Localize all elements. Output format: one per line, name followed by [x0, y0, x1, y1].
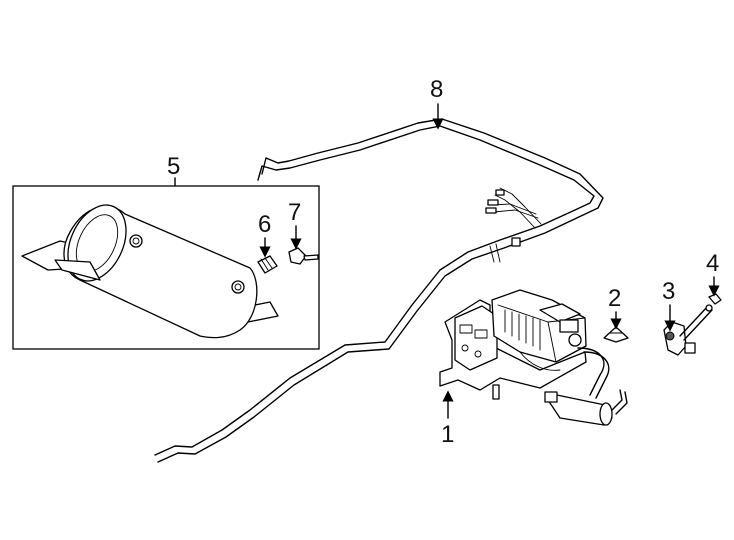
- callout-5-label: 5: [167, 153, 180, 180]
- compressor-assembly: [439, 289, 610, 400]
- callout-1-label: 1: [441, 421, 454, 448]
- air-reservoir-tank: [21, 204, 279, 339]
- callout-3-label: 3: [662, 278, 675, 305]
- callout-6: 6: [258, 211, 271, 258]
- bumper-part-2: [603, 326, 629, 343]
- cap-part-4: [708, 293, 722, 305]
- air-line-tube: [154, 118, 604, 463]
- callout-3: 3: [662, 278, 676, 332]
- dryer-canister: [544, 389, 628, 426]
- height-sensor-part-3: [663, 304, 713, 356]
- callout-1: 1: [441, 390, 454, 448]
- callout-4: 4: [706, 250, 720, 297]
- callout-8: 8: [430, 76, 444, 130]
- callout-4-label: 4: [706, 250, 719, 277]
- callout-5: 5: [167, 153, 180, 187]
- callout-2: 2: [608, 285, 622, 330]
- fitting-part-6: [257, 255, 278, 274]
- callout-7-label: 7: [288, 199, 301, 226]
- callout-2-label: 2: [608, 285, 621, 312]
- callout-7: 7: [288, 199, 302, 250]
- callout-8-label: 8: [430, 76, 443, 103]
- callout-6-label: 6: [258, 211, 271, 238]
